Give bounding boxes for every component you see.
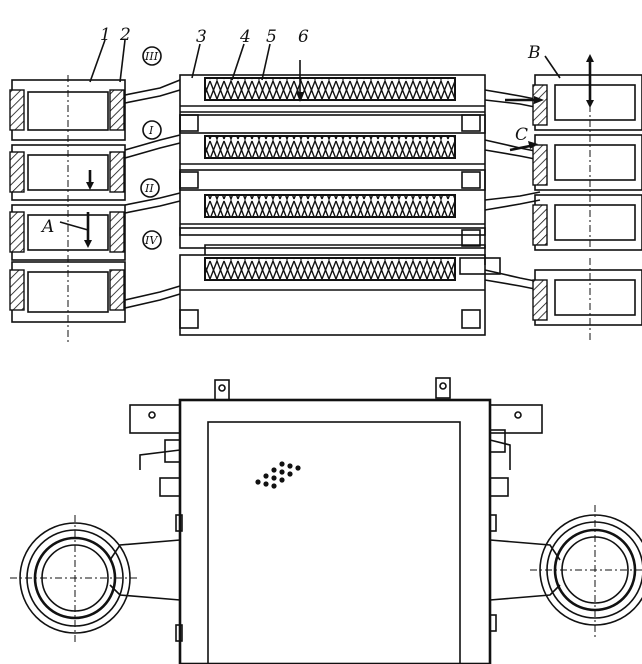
stage-3: III	[144, 50, 159, 63]
stage-marker-3	[142, 46, 162, 66]
label-c: C	[515, 125, 528, 145]
press-stage-iv	[179, 244, 501, 336]
right-frame-lower	[532, 258, 642, 340]
stage-marker-2	[140, 178, 160, 198]
stage-markers: III I II IV	[140, 46, 162, 250]
callout-6: 6	[298, 27, 309, 47]
left-connector-pipes	[124, 79, 181, 309]
stage-marker-4	[142, 230, 162, 250]
label-b: B	[527, 43, 541, 63]
stage-marker-1	[142, 120, 162, 140]
label-a: A	[40, 217, 54, 237]
press-assembly-bottom	[10, 377, 642, 664]
callout-5: 5	[266, 27, 277, 47]
left-frame-stack	[9, 75, 126, 265]
callout-4: 4	[239, 27, 251, 47]
callout-3: 3	[196, 27, 207, 47]
vent-dots	[255, 461, 301, 489]
callout-2: 2	[119, 25, 131, 45]
callout-leaders	[89, 39, 561, 83]
stage-1: I	[148, 124, 154, 137]
arrow-a	[59, 170, 94, 248]
right-connector-pipes	[484, 89, 541, 291]
arrows-right	[505, 96, 544, 152]
press-stack	[179, 60, 486, 249]
right-frame-stack	[532, 54, 642, 251]
callout-1: 1	[100, 25, 111, 45]
left-frame-lower	[9, 255, 126, 345]
stage-4: IV	[144, 234, 158, 247]
stage-2: II	[144, 182, 154, 195]
